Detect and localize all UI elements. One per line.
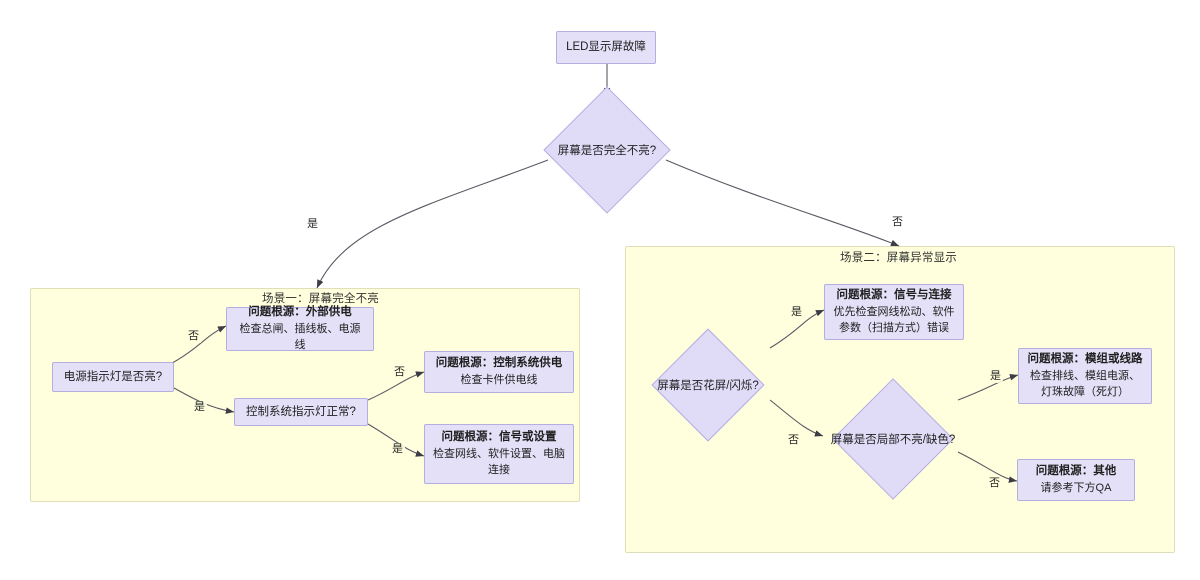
node-decision-partial-dark[interactable]: 屏幕是否局部不亮/缺色?: [828, 374, 958, 504]
outcome-sub: 检查总闸、插线板、电源线: [239, 323, 361, 352]
edge-label-control-no: 否: [392, 366, 407, 380]
scenario-one-title: 场景一：屏幕完全不亮: [262, 293, 379, 305]
outcome-title: 问题根源：信号或设置: [441, 430, 557, 443]
node-outcome-signal-connection[interactable]: 问题根源：信号与连接 优先检查网线松动、软件参数（扫描方式）错误: [824, 284, 964, 340]
edge-label-root-no: 否: [890, 216, 905, 230]
node-outcome-external-power[interactable]: 问题根源：外部供电 检查总闸、插线板、电源线: [226, 305, 374, 352]
edge-label-flicker-yes: 是: [789, 306, 804, 320]
outcome-title: 问题根源：外部供电: [248, 305, 352, 318]
edge-label-root-yes: 是: [305, 218, 320, 232]
decision-label: 屏幕是否完全不亮?: [557, 145, 657, 157]
outcome-sub: 请参考下方QA: [1040, 482, 1112, 495]
edge-decision-no: [665, 159, 900, 247]
outcome-sub: 检查排线、模组电源、灯珠故障（死灯）: [1030, 370, 1140, 399]
node-outcome-control-power[interactable]: 问题根源：控制系统供电 检查卡件供电线: [424, 351, 574, 393]
outcome-sub: 检查卡件供电线: [460, 374, 538, 387]
edge-label-power-yes: 是: [192, 401, 207, 415]
edge-decision-yes: [316, 159, 549, 289]
edge-label-power-no: 否: [186, 330, 201, 344]
scenario-two-title: 场景二：屏幕异常显示: [840, 252, 957, 264]
decision-label: 屏幕是否局部不亮/缺色?: [830, 434, 956, 446]
node-outcome-signal-setting[interactable]: 问题根源：信号或设置 检查网线、软件设置、电脑连接: [424, 424, 574, 484]
node-decision-screen-dark[interactable]: 屏幕是否完全不亮?: [536, 86, 678, 214]
outcome-sub: 检查网线、软件设置、电脑连接: [433, 448, 565, 477]
edge-label-partial-yes: 是: [988, 370, 1003, 384]
node-outcome-module-circuit[interactable]: 问题根源：模组或线路 检查排线、模组电源、灯珠故障（死灯）: [1018, 348, 1152, 404]
edge-label-flicker-no: 否: [786, 434, 801, 448]
outcome-title: 问题根源：模组或线路: [1027, 352, 1143, 365]
node-led-fault[interactable]: LED显示屏故障: [556, 31, 656, 64]
decision-label: 屏幕是否花屏/闪烁?: [657, 380, 759, 392]
edge-label-partial-no: 否: [987, 477, 1002, 491]
outcome-sub: 优先检查网线松动、软件参数（扫描方式）错误: [833, 306, 955, 335]
outcome-title: 问题根源：其他: [1035, 464, 1117, 477]
node-power-indicator-light[interactable]: 电源指示灯是否亮?: [52, 362, 174, 392]
node-decision-flicker[interactable]: 屏幕是否花屏/闪烁?: [646, 322, 770, 448]
node-outcome-other[interactable]: 问题根源：其他 请参考下方QA: [1017, 459, 1135, 501]
outcome-title: 问题根源：控制系统供电: [435, 356, 563, 369]
edge-label-control-yes: 是: [390, 443, 405, 457]
node-control-system-light[interactable]: 控制系统指示灯正常?: [234, 398, 368, 426]
outcome-title: 问题根源：信号与连接: [836, 288, 952, 301]
